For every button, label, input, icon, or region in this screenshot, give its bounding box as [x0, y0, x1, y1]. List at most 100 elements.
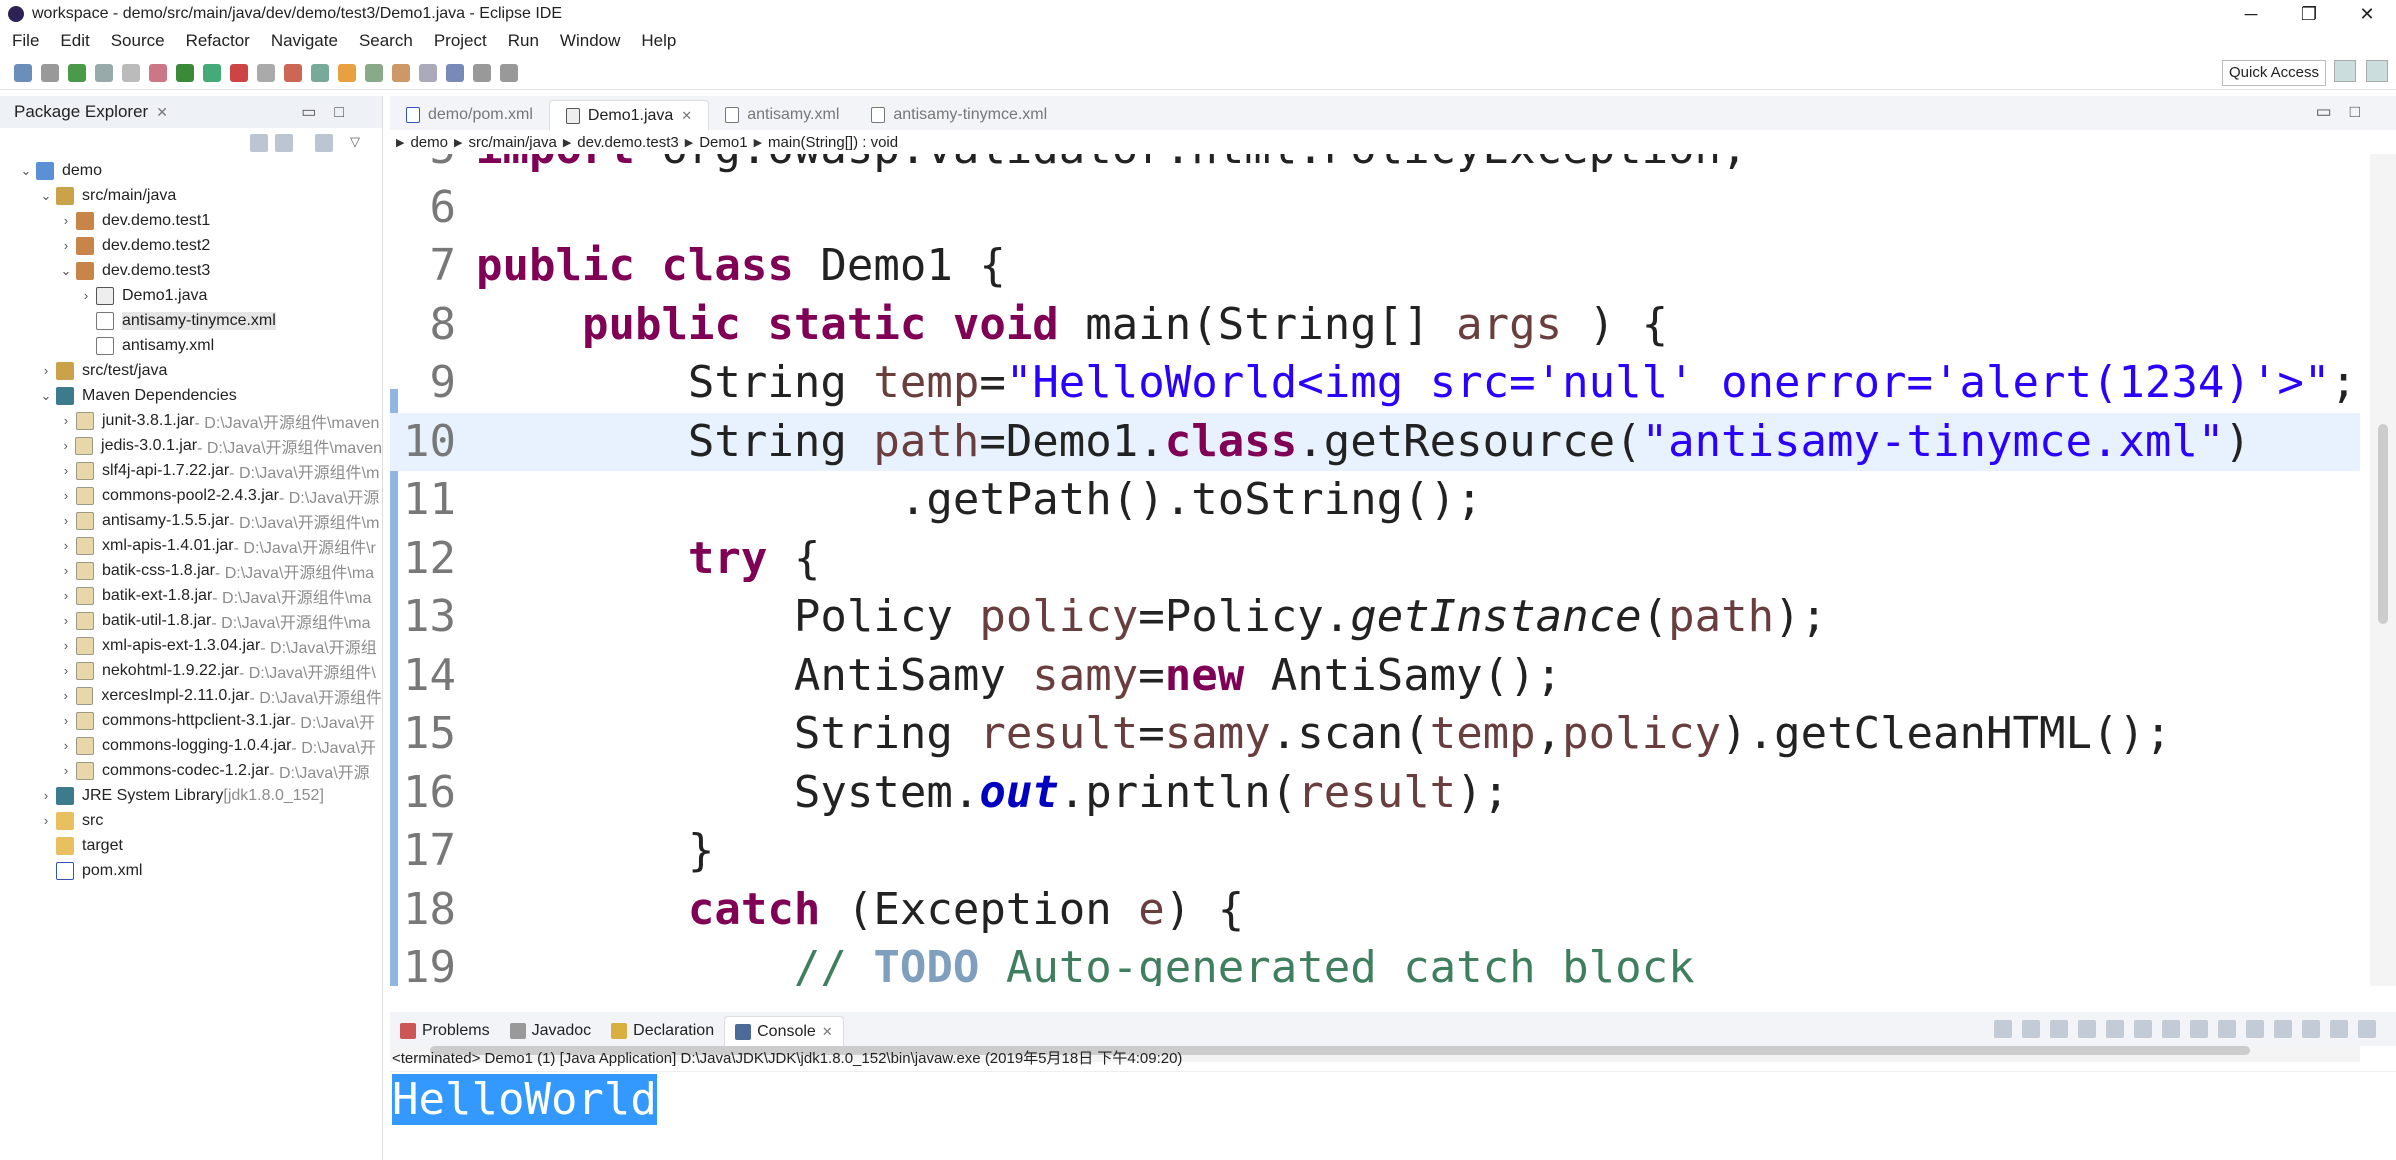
- tree-item[interactable]: ›batik-css-1.8.jar - D:\Java\开源组件\ma: [0, 558, 382, 583]
- console-tool-icon-13[interactable]: [2358, 1020, 2376, 1038]
- tree-item[interactable]: ›commons-pool2-2.4.3.jar - D:\Java\开源: [0, 483, 382, 508]
- maximize-button[interactable]: ❐: [2300, 4, 2318, 24]
- toolbar-icon-5[interactable]: [149, 63, 167, 82]
- menu-refactor[interactable]: Refactor: [185, 31, 250, 50]
- tree-item[interactable]: ›batik-ext-1.8.jar - D:\Java\开源组件\ma: [0, 583, 382, 608]
- toolbar-icon-4[interactable]: [122, 63, 140, 82]
- breadcrumb-item[interactable]: demo: [410, 133, 448, 151]
- menu-help[interactable]: Help: [641, 31, 677, 50]
- expand-toggle-icon[interactable]: ›: [83, 288, 89, 303]
- toolbar-icon-7[interactable]: [203, 63, 221, 82]
- tab-package-explorer[interactable]: Package Explorer ✕ ▭□: [0, 96, 382, 128]
- breadcrumb-item[interactable]: src/main/java: [468, 133, 557, 151]
- tree-item[interactable]: ⌄Maven Dependencies: [0, 383, 382, 408]
- console-tool-icon-3[interactable]: [2078, 1020, 2096, 1038]
- java-perspective-icon[interactable]: [2366, 60, 2388, 82]
- console-tool-icon-9[interactable]: [2246, 1020, 2264, 1038]
- editor-tab[interactable]: Demo1.java✕: [548, 100, 710, 130]
- expand-toggle-icon[interactable]: ›: [63, 763, 69, 778]
- toolbar-icon-11[interactable]: [311, 63, 329, 82]
- expand-toggle-icon[interactable]: ⌄: [40, 187, 52, 203]
- tree-item[interactable]: ›nekohtml-1.9.22.jar - D:\Java\开源组件\: [0, 658, 382, 683]
- menu-source[interactable]: Source: [110, 31, 165, 50]
- breadcrumb-item[interactable]: dev.demo.test3: [577, 133, 679, 151]
- collapse-all-icon[interactable]: [250, 134, 268, 152]
- toolbar-icon-0[interactable]: [14, 63, 32, 82]
- toolbar-icon-15[interactable]: [419, 63, 437, 82]
- expand-toggle-icon[interactable]: ›: [63, 738, 69, 753]
- menu-navigate[interactable]: Navigate: [270, 31, 338, 50]
- tree-item[interactable]: ›slf4j-api-1.7.22.jar - D:\Java\开源组件\m: [0, 458, 382, 483]
- tree-item[interactable]: ⌄demo: [0, 158, 382, 183]
- close-button[interactable]: ✕: [2359, 4, 2375, 24]
- console-tool-icon-12[interactable]: [2330, 1020, 2348, 1038]
- menu-window[interactable]: Window: [559, 31, 621, 50]
- tree-item[interactable]: ›junit-3.8.1.jar - D:\Java\开源组件\maven: [0, 408, 382, 433]
- tree-item[interactable]: ›commons-codec-1.2.jar - D:\Java\开源: [0, 758, 382, 783]
- tree-item[interactable]: ›xercesImpl-2.11.0.jar - D:\Java\开源组件: [0, 683, 382, 708]
- vertical-scrollbar[interactable]: [2370, 154, 2396, 986]
- console-tool-icon-2[interactable]: [2050, 1020, 2068, 1038]
- tree-item[interactable]: ›commons-httpclient-3.1.jar - D:\Java\开: [0, 708, 382, 733]
- tree-item[interactable]: pom.xml: [0, 858, 382, 883]
- tree-item[interactable]: ›JRE System Library [jdk1.8.0_152]: [0, 783, 382, 808]
- tree-item[interactable]: ›jedis-3.0.1.jar - D:\Java\开源组件\maven: [0, 433, 382, 458]
- expand-toggle-icon[interactable]: ⌄: [40, 387, 52, 403]
- console-tool-icon-5[interactable]: [2134, 1020, 2152, 1038]
- console-tool-icon-0[interactable]: [1994, 1020, 2012, 1038]
- tree-item[interactable]: ›Demo1.java: [0, 283, 382, 308]
- toolbar-icon-8[interactable]: [230, 63, 248, 82]
- minimize-button[interactable]: ─: [2244, 4, 2258, 24]
- open-perspective-icon[interactable]: [2334, 60, 2356, 82]
- expand-toggle-icon[interactable]: ›: [43, 788, 49, 803]
- toolbar-icon-10[interactable]: [284, 63, 302, 82]
- expand-toggle-icon[interactable]: ›: [63, 438, 68, 453]
- tree-item[interactable]: antisamy.xml: [0, 333, 382, 358]
- quick-access-input[interactable]: Quick Access: [2222, 60, 2326, 86]
- toolbar-icon-12[interactable]: [338, 63, 356, 82]
- tree-item[interactable]: ›xml-apis-ext-1.3.04.jar - D:\Java\开源组: [0, 633, 382, 658]
- code-editor[interactable]: 5import org.owasp.validator.html.PolicyE…: [390, 154, 2360, 986]
- expand-toggle-icon[interactable]: ›: [63, 513, 69, 528]
- expand-toggle-icon[interactable]: ›: [63, 663, 69, 678]
- menu-file[interactable]: File: [12, 31, 40, 50]
- tree-item[interactable]: ⌄src/main/java: [0, 183, 382, 208]
- tree-item[interactable]: ›dev.demo.test1: [0, 208, 382, 233]
- menu-search[interactable]: Search: [358, 31, 413, 50]
- expand-toggle-icon[interactable]: ›: [63, 413, 69, 428]
- close-tab-icon[interactable]: ✕: [681, 107, 693, 123]
- expand-toggle-icon[interactable]: ›: [63, 588, 69, 603]
- console-tool-icon-4[interactable]: [2106, 1020, 2124, 1038]
- tree-item[interactable]: ›src: [0, 808, 382, 833]
- expand-toggle-icon[interactable]: ⌄: [60, 262, 72, 278]
- tree-item[interactable]: ⌄dev.demo.test3: [0, 258, 382, 283]
- close-icon[interactable]: ✕: [156, 103, 168, 120]
- console-tool-icon-10[interactable]: [2274, 1020, 2292, 1038]
- tab-console[interactable]: Console✕: [724, 1016, 844, 1046]
- console-output[interactable]: HelloWorld: [390, 1072, 2396, 1128]
- expand-toggle-icon[interactable]: ›: [63, 688, 68, 703]
- toolbar-icon-13[interactable]: [365, 63, 383, 82]
- toolbar-icon-17[interactable]: [473, 63, 491, 82]
- expand-toggle-icon[interactable]: ›: [43, 813, 49, 828]
- filter-icon[interactable]: [315, 134, 333, 152]
- editor-tab[interactable]: demo/pom.xml: [390, 100, 549, 130]
- expand-toggle-icon[interactable]: ›: [63, 213, 69, 228]
- view-menu-icon[interactable]: ▽: [350, 134, 360, 149]
- expand-toggle-icon[interactable]: ›: [63, 563, 69, 578]
- menu-edit[interactable]: Edit: [60, 31, 90, 50]
- console-tool-icon-11[interactable]: [2302, 1020, 2320, 1038]
- toolbar-icon-1[interactable]: [41, 63, 59, 82]
- toolbar-icon-2[interactable]: [68, 63, 86, 82]
- tree-item[interactable]: ›antisamy-1.5.5.jar - D:\Java\开源组件\m: [0, 508, 382, 533]
- expand-toggle-icon[interactable]: ›: [63, 538, 69, 553]
- tree-item[interactable]: ›src/test/java: [0, 358, 382, 383]
- close-tab-icon[interactable]: ✕: [821, 1023, 833, 1039]
- breadcrumb-item[interactable]: main(String[]) : void: [768, 133, 899, 151]
- tree-item[interactable]: ›commons-logging-1.0.4.jar - D:\Java\开: [0, 733, 382, 758]
- breadcrumb-item[interactable]: Demo1: [699, 133, 748, 151]
- link-with-editor-icon[interactable]: [275, 134, 293, 152]
- tree-item[interactable]: ›xml-apis-1.4.01.jar - D:\Java\开源组件\r: [0, 533, 382, 558]
- minimize-maximize-icons[interactable]: ▭□: [301, 104, 362, 121]
- tab-problems[interactable]: Problems: [390, 1016, 500, 1046]
